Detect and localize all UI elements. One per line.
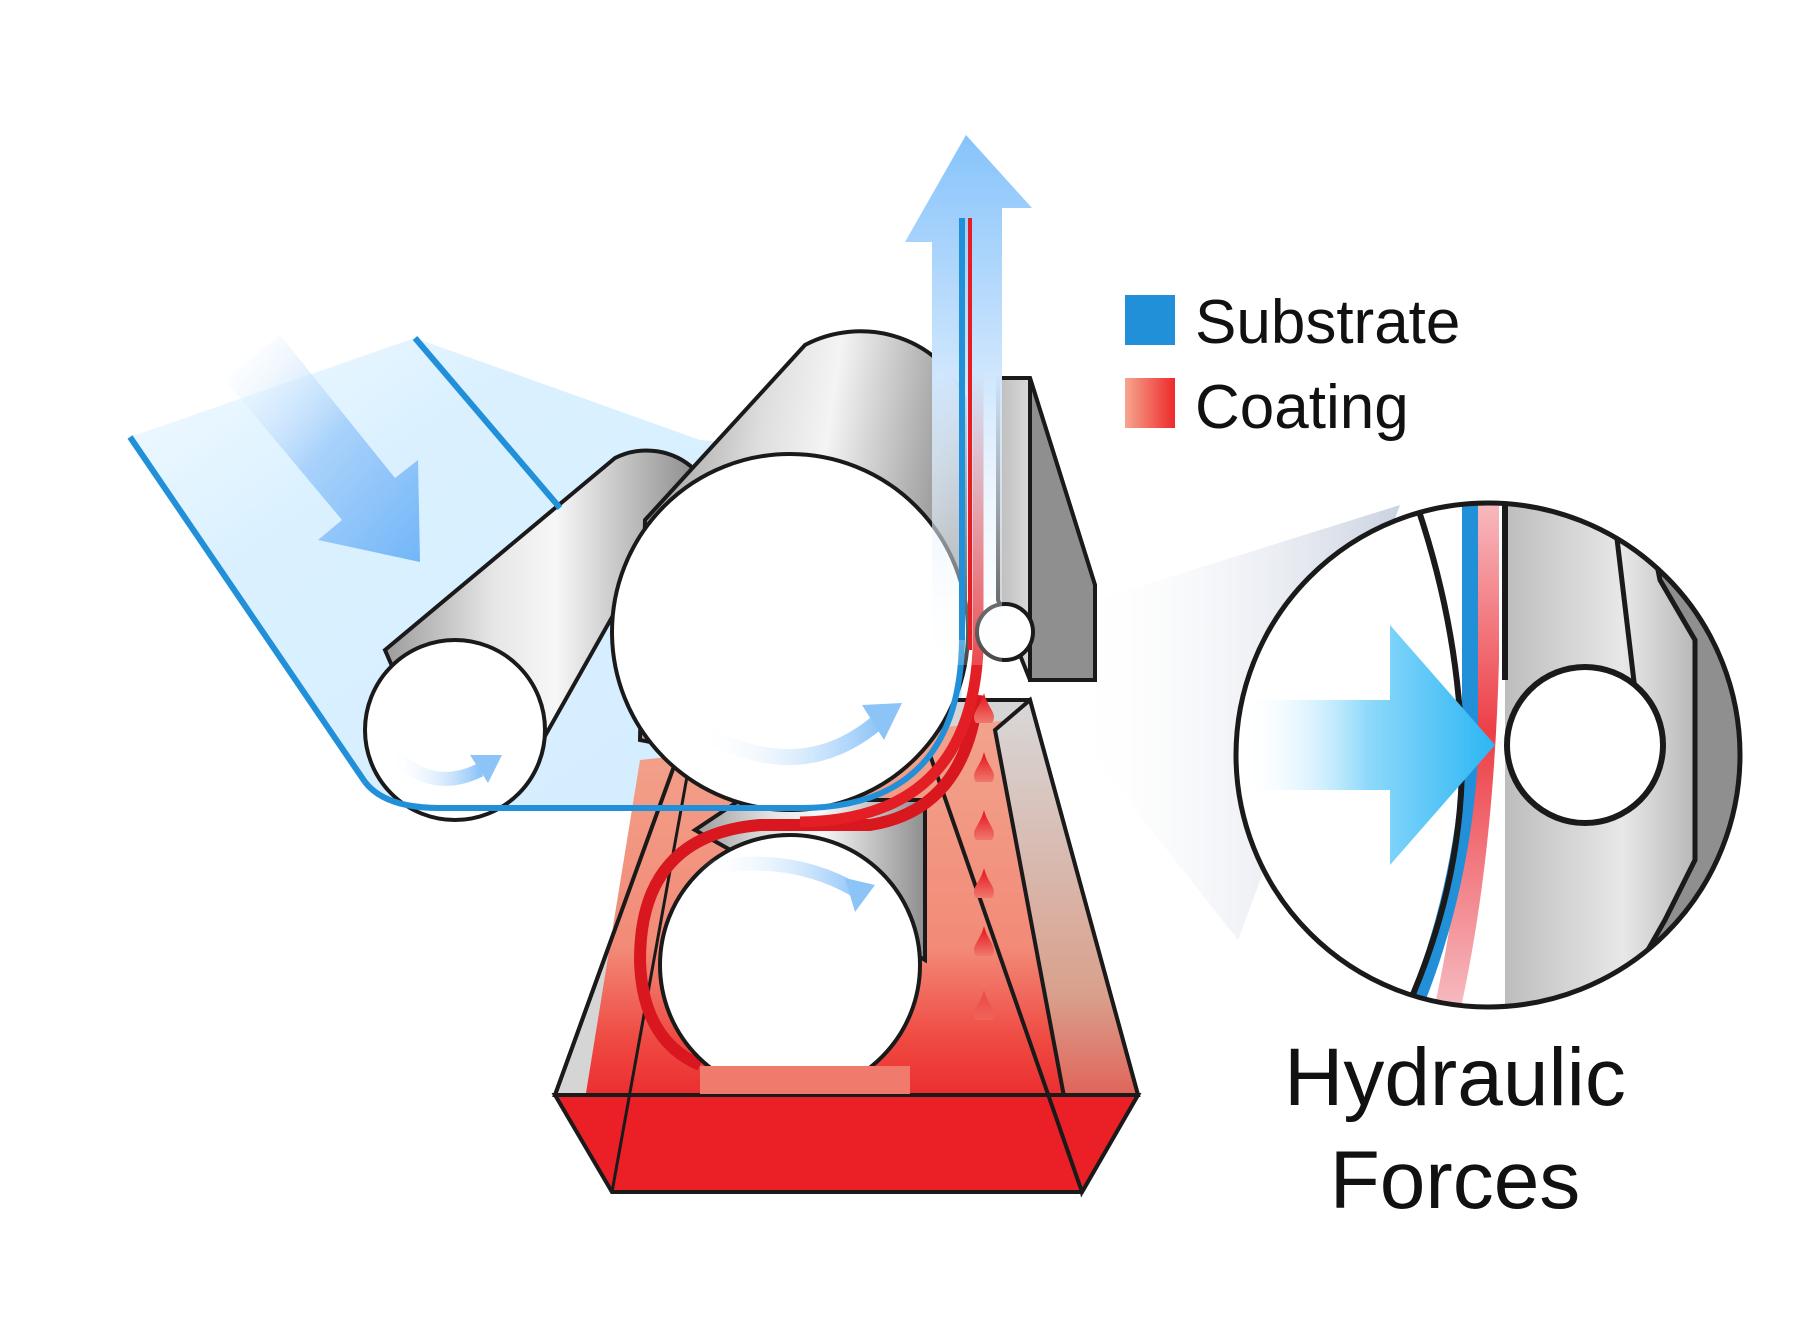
- caption-line-2: Forces: [1330, 1135, 1581, 1226]
- legend: Substrate Coating: [1125, 288, 1460, 442]
- liquid-level: [700, 1066, 910, 1094]
- substrate-line: [127, 435, 368, 784]
- legend-swatch-substrate: [1125, 295, 1175, 345]
- caption-line-1: Hydraulic: [1284, 1032, 1626, 1123]
- zoom-magnifier: [1233, 500, 1743, 1010]
- pickup-roller-end: [658, 833, 922, 1097]
- rotation-arrow-head-icon: [862, 703, 902, 740]
- substrate-line: [362, 218, 965, 811]
- rotation-arrow-icon: [698, 856, 864, 899]
- rotation-arrow-head-icon: [470, 755, 502, 783]
- substrate-line: [412, 336, 563, 510]
- substrate-feed-arrow: [225, 335, 420, 562]
- coating-tray-front: [551, 1093, 1142, 1194]
- legend-label-coating: Coating: [1195, 373, 1409, 442]
- coating-film-loop: [633, 694, 984, 1071]
- rotation-arrow-icon: [384, 745, 484, 786]
- tray-edge: [928, 754, 1084, 1193]
- tray-edge: [610, 759, 692, 1193]
- legend-label-substrate: Substrate: [1195, 288, 1460, 357]
- metering-blade-face: [1028, 377, 1097, 682]
- zoom-metering-rod: [1504, 664, 1666, 826]
- guide-roller-end: [363, 638, 547, 822]
- legend-swatch-coating: [1125, 378, 1175, 428]
- rotation-arrow-head-icon: [845, 878, 875, 912]
- hydraulic-force-arrow-icon: [1240, 625, 1495, 865]
- zoom-coating-layer: [1427, 503, 1499, 1007]
- coating-layer: [799, 218, 984, 828]
- rotation-arrow-icon: [690, 713, 886, 766]
